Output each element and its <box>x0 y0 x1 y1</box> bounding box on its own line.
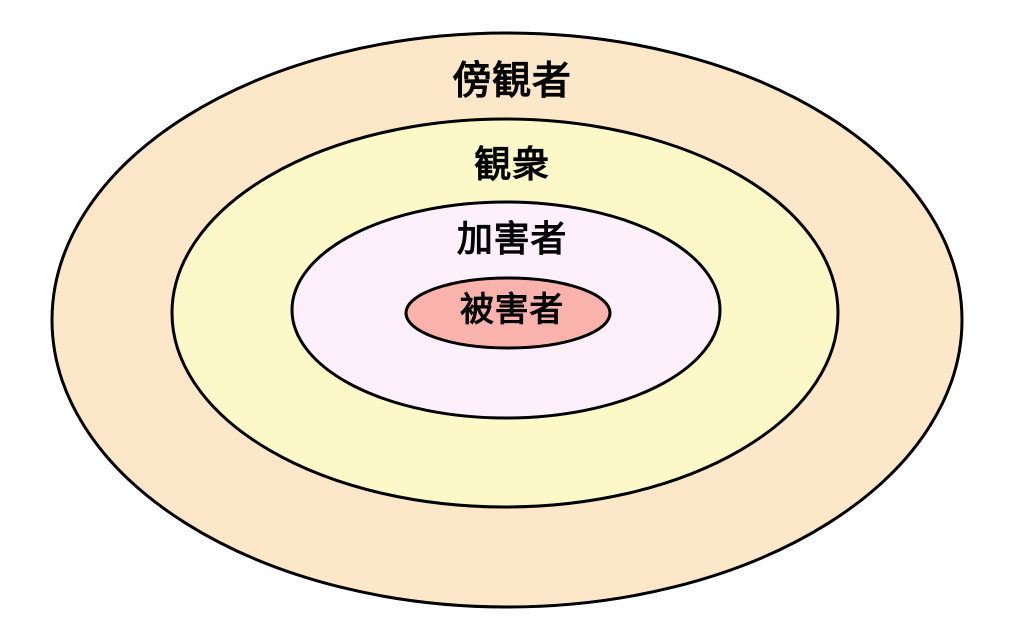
ellipse-label-victim: 被害者 <box>459 291 565 329</box>
ellipse-label-bystander: 傍観者 <box>452 60 572 103</box>
ellipse-label-audience: 観衆 <box>474 144 550 185</box>
ellipse-label-perpetrator: 加害者 <box>456 218 568 259</box>
ellipse-victim[interactable] <box>404 276 612 350</box>
